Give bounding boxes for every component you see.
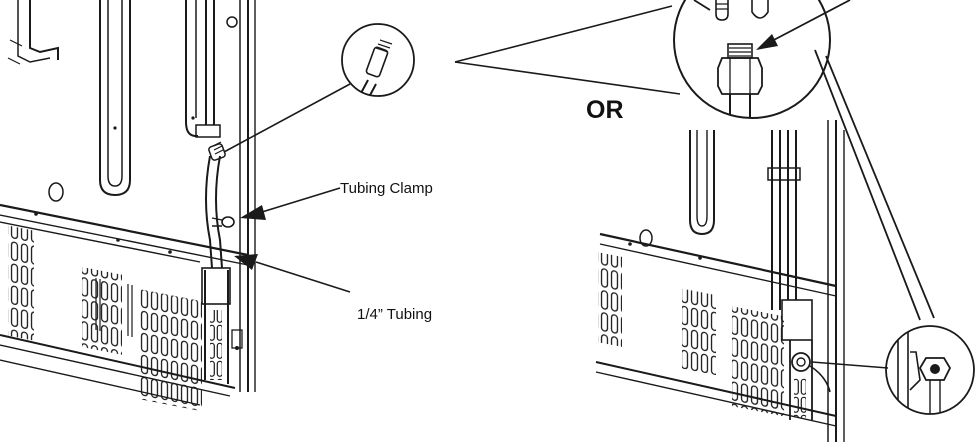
- connector-options-detail: [673, 0, 851, 119]
- nut-leader-3: [811, 361, 889, 369]
- or-leader-bottom: [454, 61, 681, 95]
- or-label: OR: [586, 96, 624, 124]
- tubing-clamp-callout: Tubing Clamp: [240, 180, 433, 220]
- fitting-leader: [223, 83, 351, 153]
- nut-leader-2: [825, 55, 935, 319]
- quarter-tubing-label: 1/4” Tubing: [357, 306, 432, 323]
- nut-leader-1: [814, 49, 921, 321]
- quarter-tubing-callout: 1/4” Tubing: [234, 254, 432, 323]
- right-appliance-view: [595, 120, 845, 442]
- compression-nut-icon: [885, 325, 975, 415]
- tubing-clamp-label: Tubing Clamp: [340, 180, 433, 197]
- left-appliance-view: [0, 0, 256, 412]
- fitting-detail-icon: [341, 23, 415, 97]
- or-leader-top: [454, 5, 673, 63]
